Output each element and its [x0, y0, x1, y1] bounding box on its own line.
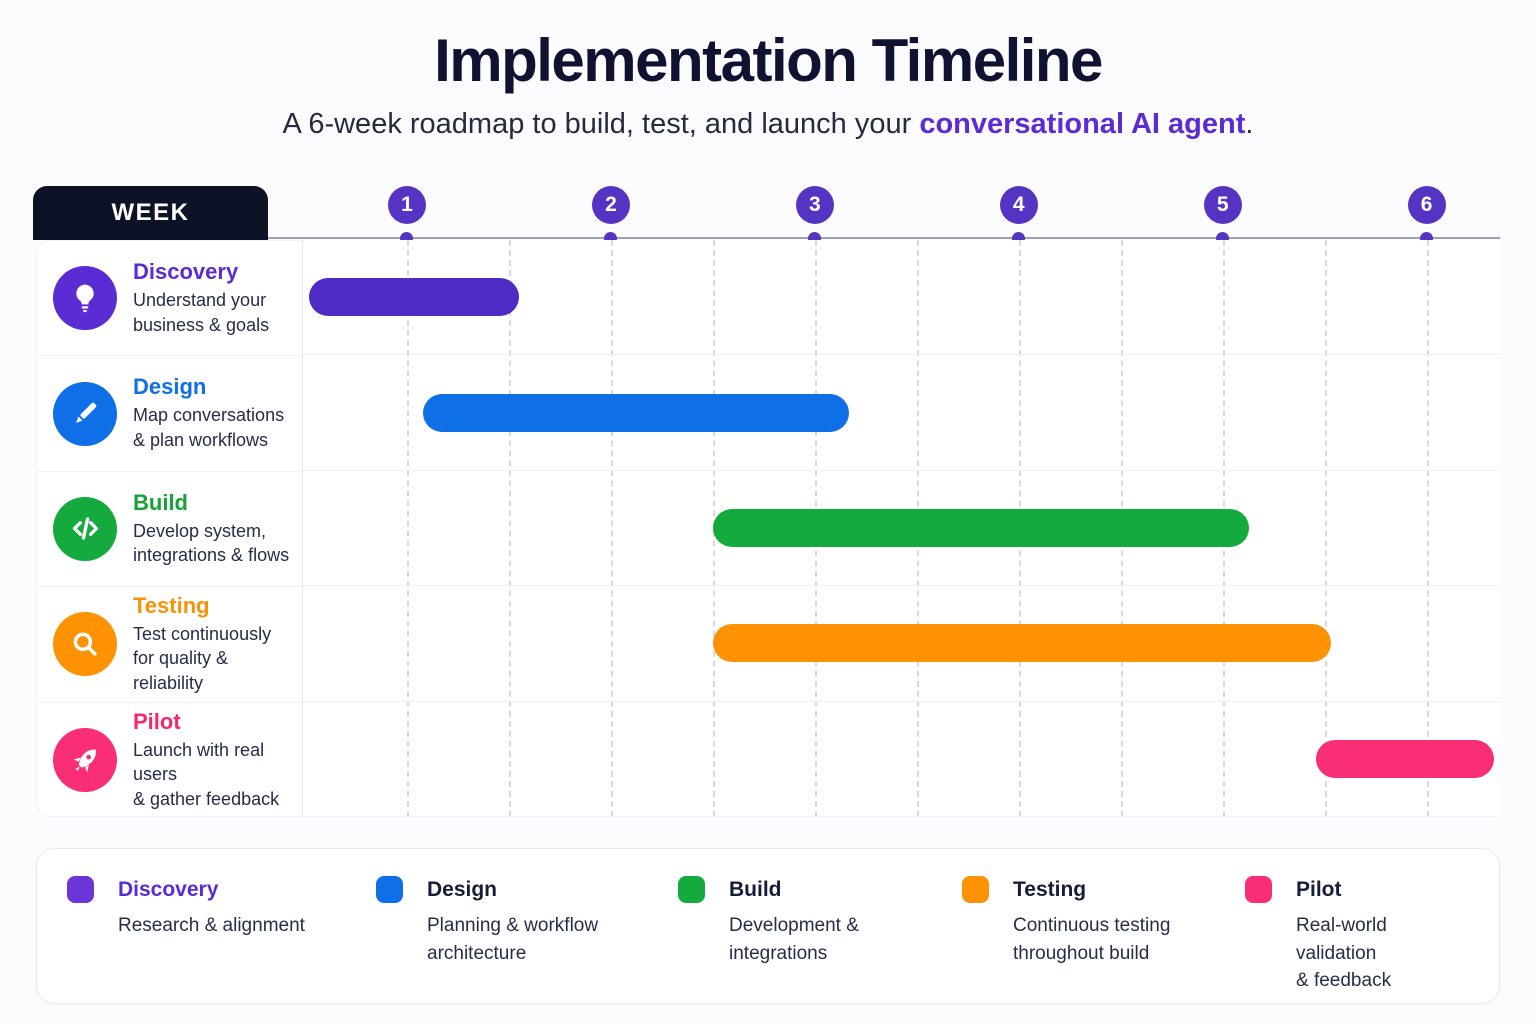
week-axis-header: WEEK — [33, 186, 268, 240]
half-week-gridline — [508, 240, 511, 817]
legend-item-description: Real-world validation& feedback — [1296, 915, 1392, 992]
gantt-row — [303, 240, 1500, 356]
phase-title: Testing — [133, 592, 210, 618]
gantt-bar-testing — [712, 624, 1331, 663]
subtitle-period: . — [1245, 108, 1254, 140]
week-marker-number: 2 — [605, 193, 617, 216]
week-axis-header-label: WEEK — [111, 199, 190, 226]
half-week-gridline — [406, 240, 409, 817]
legend-item-title: Build — [729, 877, 782, 901]
week-axis-line — [268, 236, 1500, 239]
gantt-row — [303, 702, 1500, 817]
legend-swatch — [962, 876, 989, 903]
legend-swatch — [1245, 876, 1272, 903]
gantt-row — [303, 355, 1500, 471]
legend-item-title: Design — [427, 877, 498, 901]
subtitle-highlight: conversational AI agent — [919, 108, 1246, 140]
phase-title: Design — [133, 374, 207, 400]
half-week-gridline — [610, 240, 613, 817]
legend-item-description: Research & alignment — [118, 915, 305, 936]
week-marker: 4 — [999, 186, 1038, 224]
legend-swatch — [678, 876, 705, 903]
week-marker-number: 5 — [1216, 193, 1229, 216]
week-marker: 2 — [591, 186, 630, 224]
phase-description: Develop system,integrations & flows — [133, 520, 290, 566]
phase-description: Map conversations& plan workflows — [133, 405, 285, 451]
gantt-bar-pilot — [1316, 739, 1494, 778]
week-marker: 1 — [387, 186, 426, 224]
page-subtitle: A 6-week roadmap to build, test, and lau… — [0, 108, 1536, 141]
gantt-grid — [303, 240, 1500, 817]
week-markers: 1 2 3 4 5 6 — [303, 0, 1500, 250]
magnifier-icon — [53, 612, 117, 677]
lightbulb-icon — [53, 266, 117, 331]
gantt-bar-discovery — [309, 278, 520, 317]
half-week-gridline — [1324, 240, 1327, 817]
legend-item-title: Discovery — [118, 877, 219, 901]
code-icon — [53, 496, 117, 561]
rocket-icon — [53, 728, 117, 793]
legend-item-header: Design — [376, 876, 678, 903]
phase-description: Launch with real users& gather feedback — [133, 739, 280, 810]
phase-title: Discovery — [133, 258, 239, 284]
week-marker: 6 — [1407, 186, 1446, 224]
phase-title: Build — [133, 489, 188, 515]
week-marker-number: 4 — [1012, 193, 1025, 216]
gantt-bar-design — [423, 393, 850, 432]
week-marker-number: 6 — [1420, 193, 1433, 216]
week-marker-number: 3 — [808, 193, 821, 216]
week-marker-number: 1 — [401, 193, 413, 216]
pencil-icon — [53, 381, 117, 446]
gantt-row — [303, 471, 1500, 587]
legend-item-title: Pilot — [1296, 877, 1342, 901]
page-title: Implementation Timeline — [434, 27, 1103, 94]
legend-swatch — [67, 876, 94, 903]
subtitle-text: A 6-week roadmap to build, test, and lau… — [282, 108, 920, 140]
gantt-bar-build — [712, 508, 1250, 547]
legend-item-header: Discovery — [67, 876, 376, 903]
legend-item-header: Testing — [962, 876, 1245, 903]
legend-item-description: Development &integrations — [729, 915, 859, 964]
legend-item-title: Testing — [1013, 877, 1087, 901]
half-week-gridline — [1426, 240, 1429, 817]
legend-item-header: Build — [678, 876, 962, 903]
legend-swatch — [376, 876, 403, 903]
gantt-row — [303, 586, 1500, 702]
week-marker: 3 — [795, 186, 834, 224]
legend-item-header: Pilot — [1245, 876, 1469, 903]
phase-title: Pilot — [133, 708, 181, 734]
week-marker: 5 — [1203, 186, 1242, 224]
